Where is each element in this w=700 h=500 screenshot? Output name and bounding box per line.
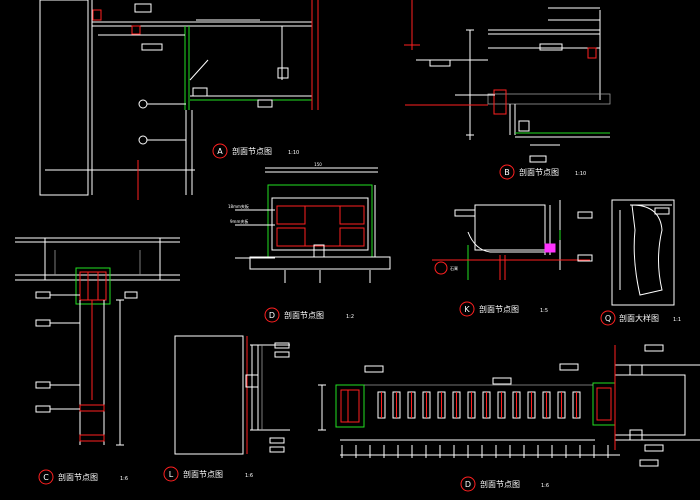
detail-marker-letter: Q <box>605 314 611 323</box>
detail-q-caption: Q 剖面大样图 1:1 <box>600 310 681 326</box>
detail-k-caption: K 剖面节点图 1:5 <box>459 301 548 317</box>
detail-marker-a <box>212 143 228 159</box>
detail-marker-c <box>38 469 54 485</box>
detail-marker-l <box>163 466 179 482</box>
detail-a-drawing <box>39 0 319 200</box>
annotation-label: 18mm夹板 <box>228 203 249 209</box>
detail-marker-b <box>499 164 515 180</box>
detail-name: 剖面节点图 <box>284 310 324 320</box>
detail-d-caption: D 剖面节点图 1:2 <box>264 307 354 323</box>
dimension-label: 150 <box>314 162 322 167</box>
detail-marker-letter: A <box>217 147 223 156</box>
detail-marker-letter: B <box>504 168 510 177</box>
annotation-label: 9mm夹板 <box>230 218 248 224</box>
detail-name: 剖面节点图 <box>519 167 559 177</box>
detail-scale: 1:10 <box>288 150 299 156</box>
detail-l-caption: L 剖面节点图 1:6 <box>163 466 253 482</box>
detail-l-drawing <box>174 335 290 455</box>
detail-d2-caption: D 剖面节点图 1:6 <box>460 476 549 492</box>
detail-q-drawing <box>611 199 675 306</box>
detail-marker-k <box>459 301 475 317</box>
detail-d2-drawing <box>318 344 700 467</box>
detail-name: 剖面节点图 <box>232 146 272 156</box>
detail-marker-letter: D <box>269 311 275 320</box>
annotation-label: 石膏 <box>450 265 458 271</box>
detail-scale: 1:1 <box>673 317 681 323</box>
detail-name: 剖面节点图 <box>183 469 223 479</box>
detail-name: 剖面节点图 <box>480 479 520 489</box>
detail-k-drawing: 石膏 <box>432 200 593 280</box>
detail-b-caption: B 剖面节点图 1:10 <box>499 164 586 180</box>
detail-scale: 1:6 <box>245 473 253 479</box>
detail-marker-d <box>264 307 280 323</box>
detail-c-caption: C 剖面节点图 1:6 <box>38 469 128 485</box>
detail-marker-letter: D <box>465 480 471 489</box>
detail-c-drawing <box>15 237 180 446</box>
detail-scale: 1:6 <box>120 476 128 482</box>
detail-scale: 1:2 <box>346 314 354 320</box>
detail-b-drawing <box>404 0 611 163</box>
detail-marker-q <box>600 310 616 326</box>
detail-scale: 1:6 <box>541 483 549 489</box>
detail-marker-letter: C <box>43 473 49 482</box>
detail-name: 剖面节点图 <box>58 472 98 482</box>
dimension-ticks <box>341 445 609 458</box>
detail-marker-d <box>460 476 476 492</box>
detail-name: 剖面大样图 <box>619 313 659 323</box>
detail-a-caption: A 剖面节点图 1:10 <box>212 143 299 159</box>
detail-marker-letter: L <box>169 470 174 479</box>
detail-scale: 1:5 <box>540 308 548 314</box>
detail-marker-letter: K <box>464 305 470 314</box>
detail-name: 剖面节点图 <box>479 304 519 314</box>
slat-row <box>377 391 581 419</box>
detail-scale: 1:10 <box>575 171 586 177</box>
detail-d-drawing: 150 18mm夹板 9mm夹板 <box>228 162 391 283</box>
